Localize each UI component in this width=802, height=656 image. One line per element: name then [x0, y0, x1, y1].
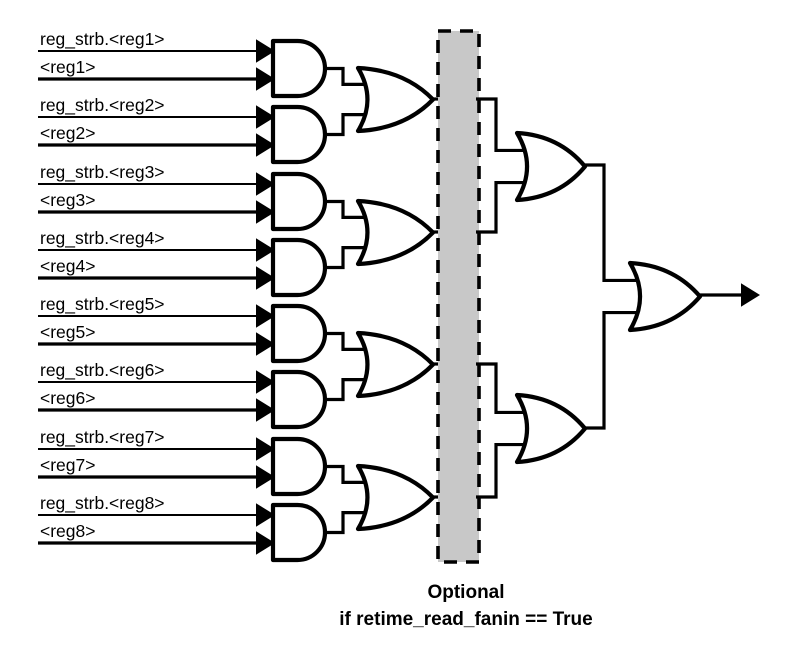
label-data-7: <reg7>	[40, 455, 95, 475]
and-gate-4	[270, 237, 328, 298]
arrow-data-3	[256, 200, 275, 224]
and-gate-3	[270, 171, 328, 232]
or-gate-final	[627, 260, 703, 333]
label-data-2: <reg2>	[40, 123, 95, 143]
arrow-data-6	[256, 398, 275, 422]
or-gate-final-group	[627, 260, 703, 333]
caption-optional: Optional	[427, 582, 504, 603]
label-data-6: <reg6>	[40, 388, 95, 408]
wire-box-to-or2-2	[476, 180, 523, 234]
arrow-strobe-1	[256, 39, 275, 63]
input-wires-group	[38, 39, 275, 555]
caption-condition: if retime_read_fanin == True	[339, 609, 592, 630]
wire-and-to-or-8	[325, 511, 364, 535]
and-gate-8	[270, 502, 328, 563]
label-strobe-5: reg_strb.<reg5>	[40, 294, 165, 315]
arrow-data-4	[256, 266, 275, 290]
wire-or2-top-to-final	[585, 163, 636, 283]
and-to-or-wires-group	[325, 66, 364, 535]
wire-box-to-or2-1	[476, 97, 523, 153]
wire-and-to-or-2	[325, 113, 364, 137]
label-data-4: <reg4>	[40, 256, 95, 276]
label-data-1: <reg1>	[40, 57, 95, 77]
arrow-strobe-5	[256, 304, 275, 328]
label-strobe-4: reg_strb.<reg4>	[40, 228, 165, 249]
wire-and-to-or-3	[325, 199, 364, 219]
arrow-strobe-8	[256, 503, 275, 527]
arrow-strobe-4	[256, 238, 275, 262]
arrow-strobe-6	[256, 370, 275, 394]
or-gates-level2-group	[514, 130, 588, 465]
and-gate-7	[270, 436, 328, 497]
or2-to-final-wires-group	[585, 163, 636, 430]
arrow-strobe-7	[256, 437, 275, 461]
or-gate-l2-top	[514, 130, 588, 203]
and-gate-1	[270, 38, 328, 99]
and-gates-group	[270, 38, 328, 563]
and-gate-6	[270, 369, 328, 430]
retime-box	[436, 29, 481, 564]
arrow-data-8	[256, 531, 275, 555]
or-gate-l1-d	[355, 463, 436, 532]
wire-or2-bottom-to-final	[585, 310, 636, 430]
or-gates-level1-group	[355, 65, 436, 532]
arrow-output	[741, 283, 760, 307]
wire-and-to-or-4	[325, 246, 364, 270]
or-gate-l1-b	[355, 198, 436, 267]
label-strobe-3: reg_strb.<reg3>	[40, 162, 165, 183]
wire-and-to-or-1	[325, 66, 364, 86]
label-data-5: <reg5>	[40, 322, 95, 342]
arrow-data-2	[256, 133, 275, 157]
label-strobe-7: reg_strb.<reg7>	[40, 427, 165, 448]
arrow-strobe-3	[256, 172, 275, 196]
wire-box-to-or2-4	[476, 442, 523, 499]
label-data-3: <reg3>	[40, 190, 95, 210]
wire-and-to-or-6	[325, 378, 364, 402]
label-strobe-6: reg_strb.<reg6>	[40, 360, 165, 381]
arrow-data-7	[256, 465, 275, 489]
or-gate-l1-a	[355, 65, 436, 134]
label-strobe-1: reg_strb.<reg1>	[40, 29, 165, 50]
and-gate-2	[270, 104, 328, 165]
output-wire-group	[700, 283, 760, 307]
label-strobe-2: reg_strb.<reg2>	[40, 95, 165, 116]
arrow-data-5	[256, 332, 275, 356]
wire-and-to-or-5	[325, 331, 364, 351]
box-to-or2-wires-group	[476, 97, 523, 499]
label-data-8: <reg8>	[40, 521, 95, 541]
wire-and-to-or-7	[325, 464, 364, 484]
input-labels-group: reg_strb.<reg1> <reg1> reg_strb.<reg2> <reg…	[40, 29, 165, 541]
arrow-strobe-2	[256, 105, 275, 129]
and-gate-5	[270, 303, 328, 364]
label-strobe-8: reg_strb.<reg8>	[40, 493, 165, 514]
or-gate-l2-bottom	[514, 392, 588, 465]
wire-box-to-or2-3	[476, 362, 523, 415]
arrow-data-1	[256, 67, 275, 91]
or-gate-l1-c	[355, 330, 436, 399]
